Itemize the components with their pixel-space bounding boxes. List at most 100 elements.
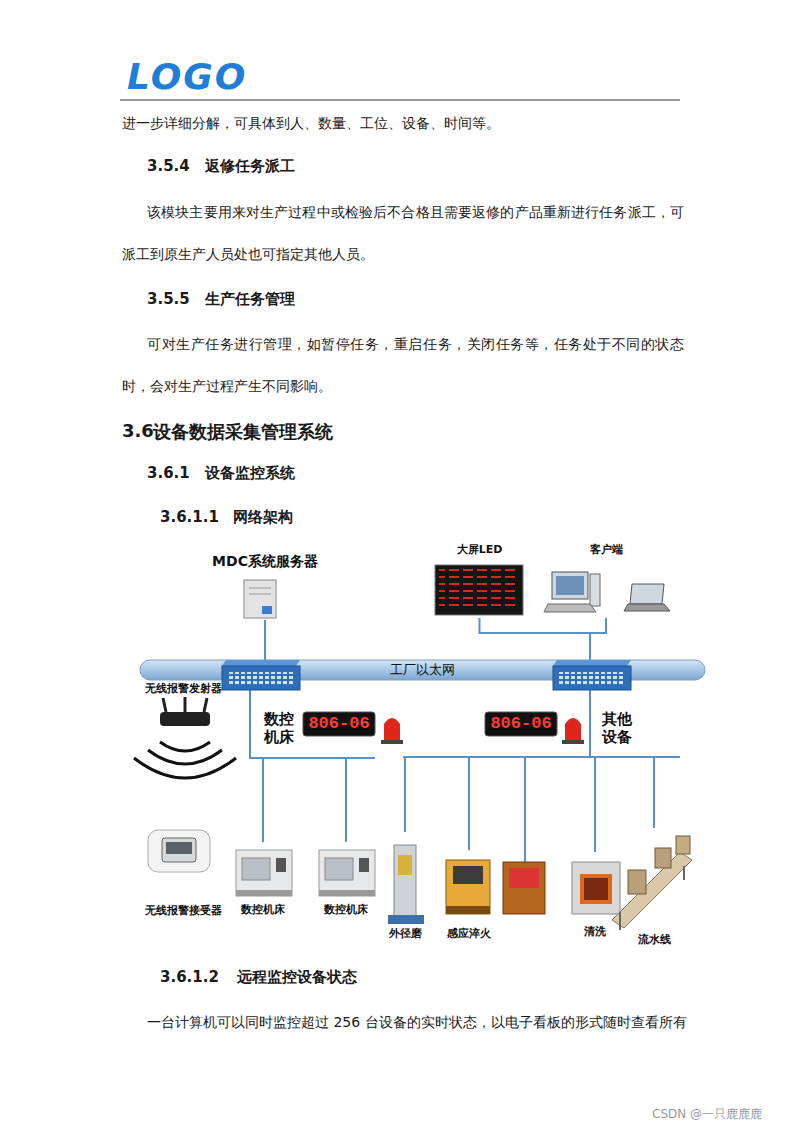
wireless-transmitter-icon	[160, 712, 210, 726]
group-label-node: 数控机床	[261, 707, 297, 749]
node-label: 数控机床	[263, 710, 295, 746]
display-board	[485, 712, 557, 736]
cnc-machine-icon	[236, 850, 292, 896]
induction-hardening-icon	[453, 866, 483, 884]
network-cable	[590, 618, 606, 660]
network-switch	[228, 672, 294, 684]
network-switch	[222, 666, 300, 690]
section-number: 3.6.1.1	[160, 508, 219, 526]
assembly-line-icon	[612, 852, 692, 928]
section-heading: 设备监控系统	[205, 464, 295, 483]
display-board	[565, 718, 581, 740]
wireless-receiver-icon	[162, 838, 196, 862]
led-wall-icon	[435, 565, 523, 615]
server-icon	[244, 580, 276, 618]
node-label: 客户端	[590, 543, 623, 556]
display-reading: 806-06	[485, 712, 557, 736]
node-label: MDC系统服务器	[212, 553, 318, 570]
node-label: 大屏LED	[457, 543, 503, 556]
cnc-machine-icon	[319, 890, 375, 896]
wireless-transmitter-icon	[160, 742, 210, 751]
assembly-line-icon	[655, 848, 671, 868]
assembly-line-icon	[612, 836, 692, 930]
network-switch	[222, 660, 300, 666]
receiver-node: 无线报警接受器	[136, 815, 230, 917]
client-computer-icon	[630, 584, 664, 604]
server-icon	[244, 580, 276, 618]
node-label: 感应淬火	[447, 927, 491, 940]
cnc-machine-icon	[359, 858, 369, 872]
section-heading: 生产任务管理	[205, 290, 295, 309]
assembly-line-icon	[619, 912, 621, 930]
display-board	[303, 712, 403, 744]
machine-icon	[509, 868, 539, 888]
client-computer-icon	[624, 604, 670, 611]
body-paragraph: 该模块主要用来对生产过程中或检验后不合格且需要返修的产品重新进行任务派工，可派工…	[122, 191, 684, 275]
bus-line	[250, 757, 680, 862]
node-label: 数控机床	[241, 903, 285, 916]
section-number: 3.6.1	[147, 464, 190, 482]
ethernet-band: 工厂以太网	[140, 660, 705, 680]
grinder-icon	[398, 855, 412, 875]
section-number: 3.6.1.2	[160, 968, 219, 986]
section-number: 3.5.5	[147, 290, 190, 308]
client-computer-icon	[556, 576, 584, 595]
cleaning-machine-icon	[580, 874, 612, 904]
client-node: 客户端	[540, 543, 672, 618]
wireless-receiver-icon	[148, 830, 210, 872]
server-icon	[249, 588, 271, 589]
header-rule	[120, 100, 680, 101]
section-number: 3.5.4	[147, 157, 190, 175]
node-label: 工厂以太网	[390, 662, 455, 678]
machine-node: 外径磨	[382, 832, 428, 940]
display-board	[381, 740, 403, 744]
cleaning-machine-icon	[572, 862, 620, 914]
display-reading: 806-06	[303, 712, 375, 736]
transmitter-node: 无线报警发射器	[136, 682, 230, 738]
assembly-line-icon	[683, 866, 685, 880]
cnc-machine-icon	[242, 858, 270, 880]
assembly-line-icon	[628, 870, 646, 894]
machine-node: 数控机床	[311, 842, 381, 916]
node-label: 数控机床	[324, 903, 368, 916]
induction-hardening-icon	[446, 860, 490, 914]
node-label: 其他设备	[601, 710, 633, 746]
cleaning-machine-icon	[584, 878, 608, 900]
wireless-transmitter-icon	[148, 750, 222, 764]
wireless-transmitter-icon	[204, 698, 207, 712]
wireless-transmitter-icon	[163, 698, 166, 712]
display-board	[562, 740, 584, 744]
client-computer-icon	[552, 572, 588, 599]
network-cable	[250, 680, 346, 842]
machine-node: 清洗	[562, 852, 628, 938]
node-label: 清洗	[584, 925, 606, 938]
assembly-line-icon	[676, 836, 690, 854]
cnc-machine-icon	[276, 858, 286, 872]
display-board	[485, 712, 584, 744]
grinder-icon	[388, 845, 424, 924]
node-label: 外径磨	[389, 927, 422, 940]
client-computer-icon	[590, 574, 600, 606]
body-paragraph: 可对生产任务进行管理，如暂停任务，重启任务，关闭任务等，任务处于不同的状态时，会…	[122, 323, 684, 407]
bus-line	[403, 756, 680, 758]
bus-line	[524, 757, 526, 862]
wireless-transmitter-icon	[134, 697, 236, 778]
network-cable	[469, 680, 590, 850]
grinder-icon	[394, 845, 416, 917]
logo: LOGO	[127, 56, 247, 97]
wireless-receiver-icon	[166, 842, 192, 854]
network-switch	[553, 660, 631, 690]
wireless-transmitter-icon	[134, 758, 236, 778]
display-board	[384, 718, 400, 740]
cnc-machine-icon	[319, 850, 375, 896]
cnc-machine-icon	[236, 890, 292, 896]
cnc-machine-icon	[319, 850, 375, 896]
server-icon	[262, 606, 272, 614]
network-switch	[559, 672, 625, 684]
cleaning-machine-icon	[572, 862, 620, 914]
machine-node: 数控机床	[228, 842, 298, 916]
node-label: 无线报警接受器	[145, 904, 222, 917]
